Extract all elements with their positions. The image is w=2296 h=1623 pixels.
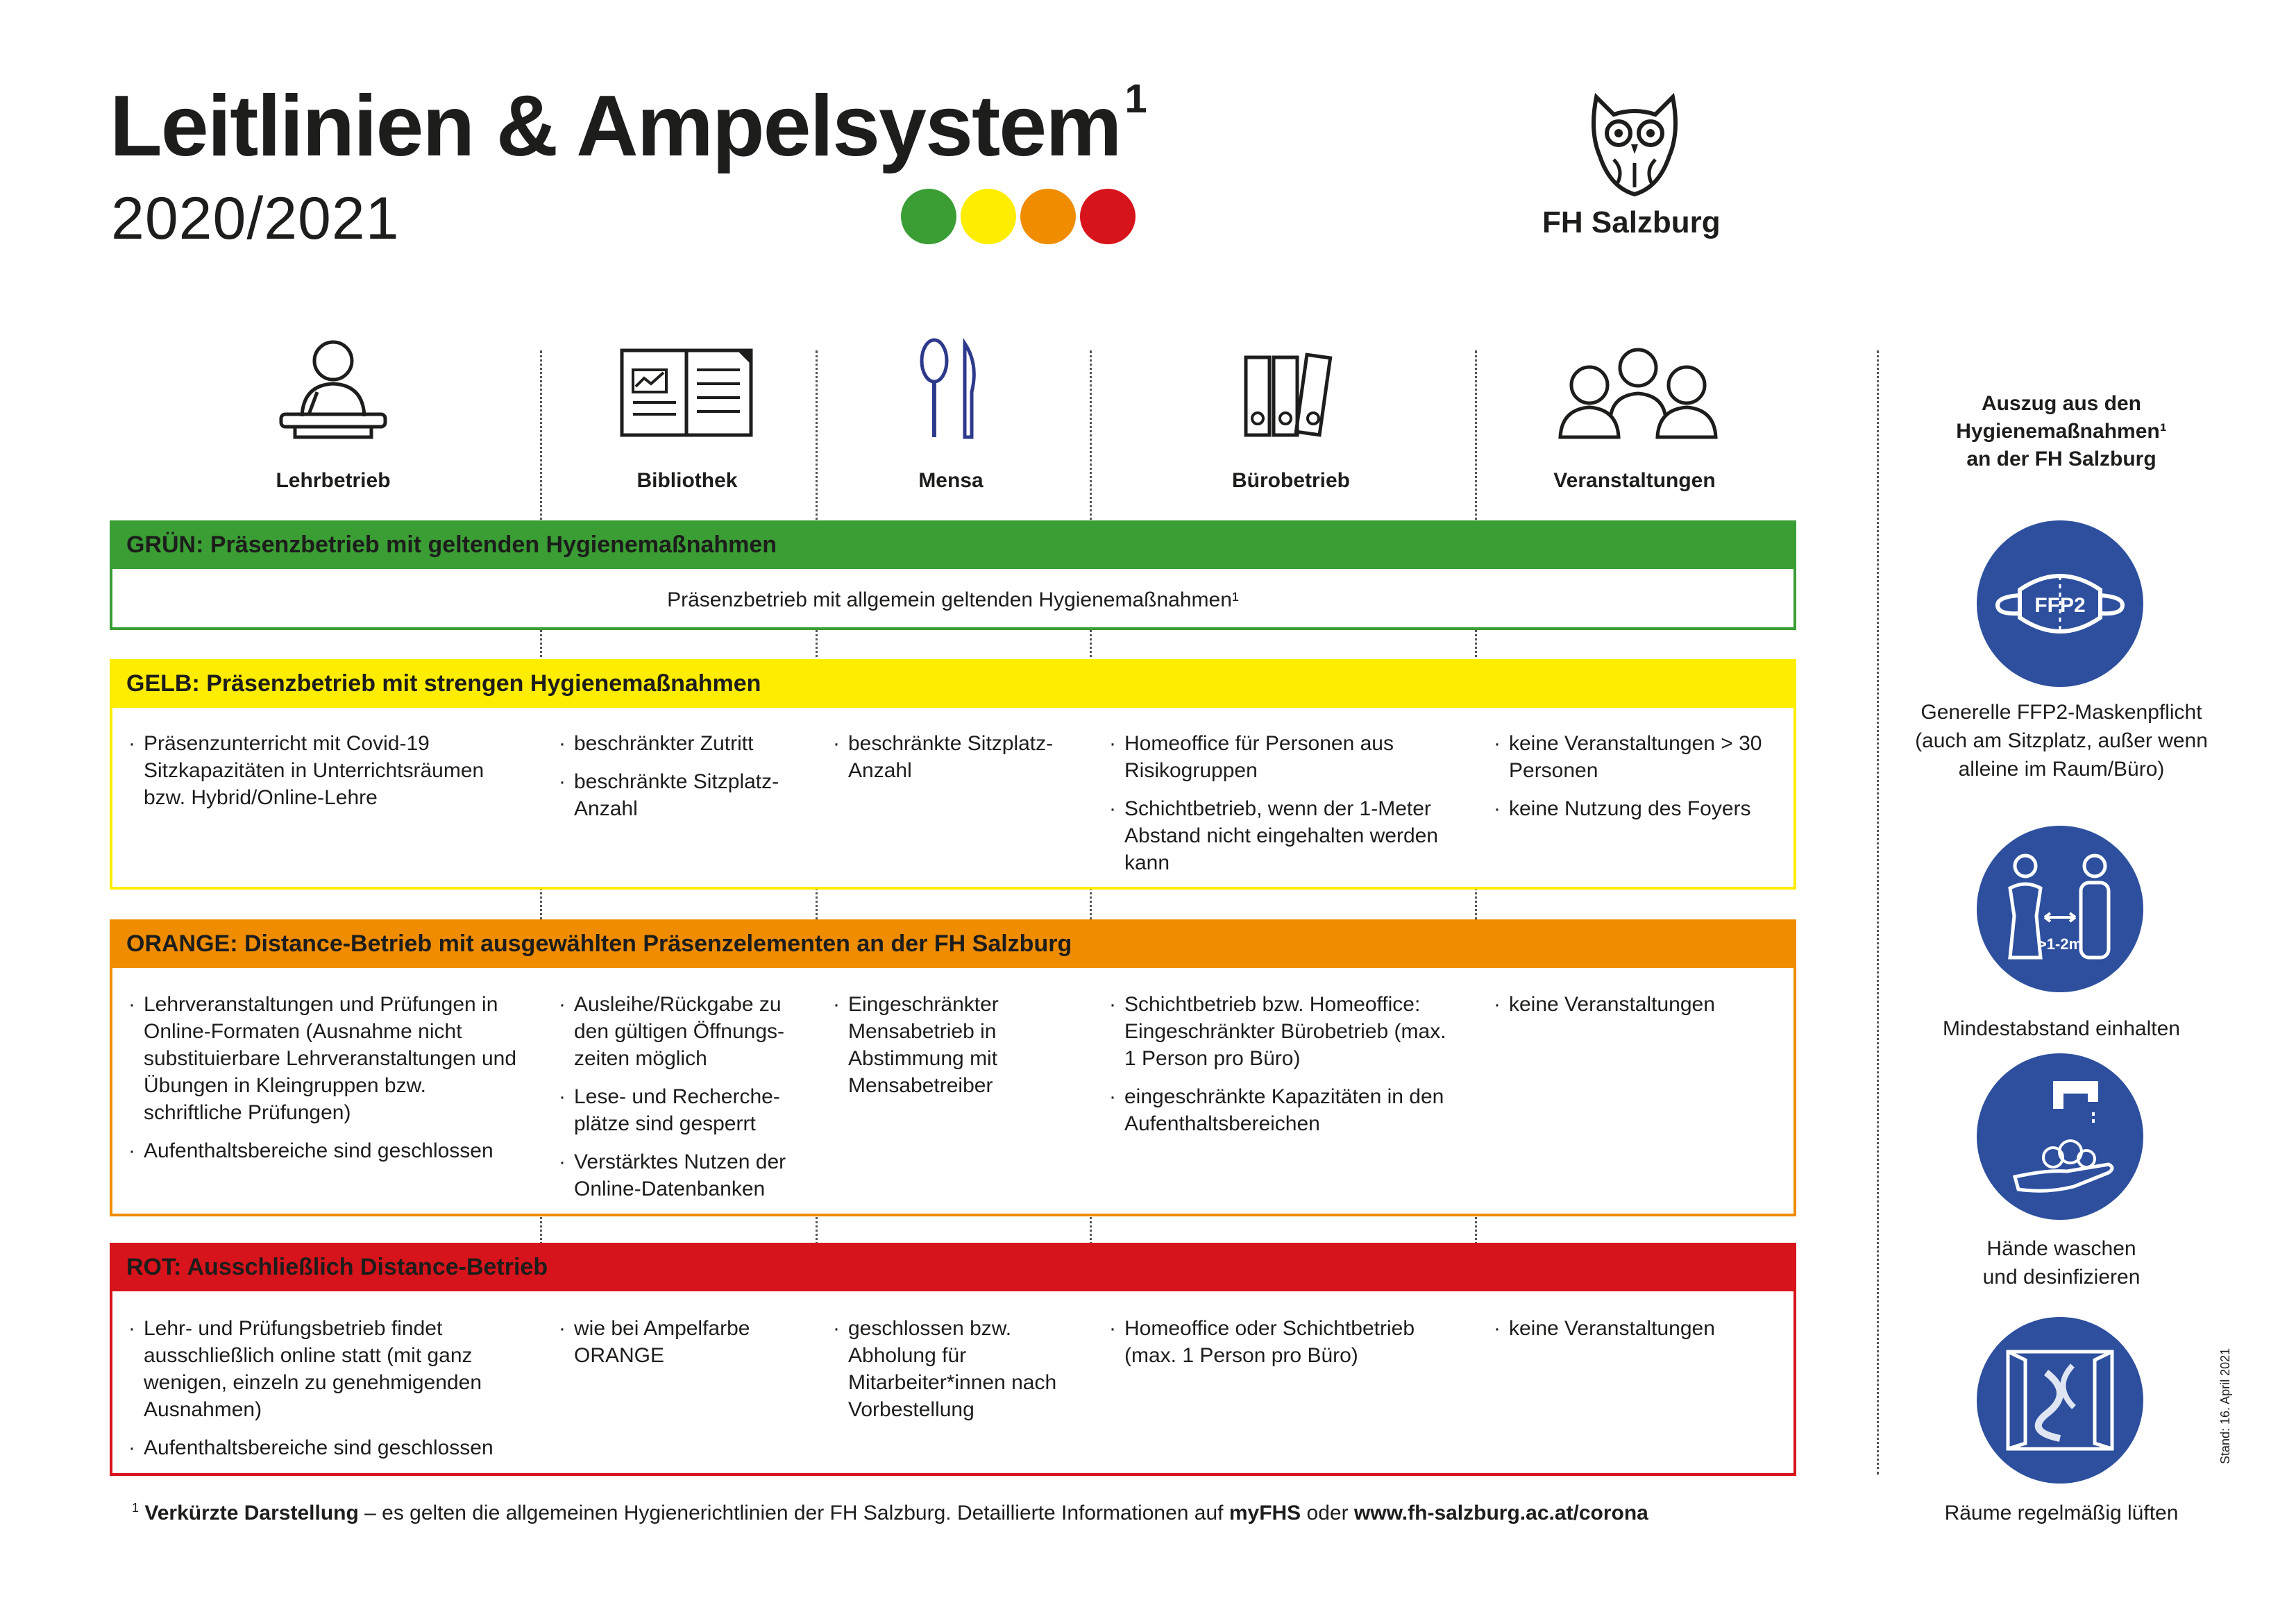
red-dot xyxy=(1080,189,1136,244)
list-item: keine Veranstaltungen > 30 Personen xyxy=(1494,730,1785,784)
ffp2-mask-icon: FFP2 xyxy=(1977,520,2143,687)
footnote: 1 Verkürzte Darstellung – es gelten die … xyxy=(132,1501,1648,1524)
list-item: keine Veranstaltungen xyxy=(1494,1315,1785,1342)
orange-dot xyxy=(1020,189,1076,244)
list-item: Schichtbetrieb, wenn der 1-Meter Abstand… xyxy=(1109,795,1460,876)
red-cell-mensa: geschlossen bzw. Abholung für Mitarbeite… xyxy=(833,1315,1076,1434)
column-header-bibliothek: Bibliothek xyxy=(636,469,738,492)
level-red-bar: ROT: Ausschließlich Distance-Betrieb xyxy=(110,1243,1796,1291)
owl-logo-icon xyxy=(1592,92,1678,197)
level-orange-bar: ORANGE: Distance-Betrieb mit ausgewählte… xyxy=(110,919,1796,968)
list-item: Homeoffice für Personen aus Risikogruppe… xyxy=(1109,730,1460,784)
level-green-bar: GRÜN: Präsenzbetrieb mit geltenden Hygie… xyxy=(110,520,1796,569)
column-header-veranstaltungen: Veranstaltungen xyxy=(1553,469,1716,492)
orange-cell-buerobetrieb: Schichtbetrieb bzw. Homeoffice: Eingesch… xyxy=(1109,991,1460,1148)
yellow-cell-bibliothek: beschränkter Zutritt beschränkte Sitzpla… xyxy=(559,730,802,833)
green-dot xyxy=(901,189,956,244)
list-item: geschlossen bzw. Abholung für Mitarbeite… xyxy=(833,1315,1076,1423)
list-item: Lehrveranstaltungen und Prüfungen in Onl… xyxy=(128,991,527,1126)
list-item: beschränkte Sitzplatz-Anzahl xyxy=(559,768,802,822)
orange-cell-veranstaltungen: keine Veranstaltungen xyxy=(1494,991,1785,1029)
column-divider xyxy=(1475,350,1477,1475)
red-cell-lehrbetrieb: Lehr- und Prüfungsbetrieb findet ausschl… xyxy=(128,1315,524,1472)
list-item: Verstärktes Nutzen der Online-Datenbanke… xyxy=(559,1148,802,1203)
hand-wash-icon xyxy=(1977,1053,2143,1220)
svg-text:FFP2: FFP2 xyxy=(2034,594,2085,617)
yellow-dot xyxy=(961,189,1016,244)
red-cell-veranstaltungen: keine Veranstaltungen xyxy=(1494,1315,1785,1353)
sidebar-label-distance: Mindestabstand einhalten xyxy=(1943,1017,2180,1040)
svg-text:>1-2m: >1-2m xyxy=(2038,935,2082,953)
lecturer-icon xyxy=(279,340,387,439)
yellow-cell-lehrbetrieb: Präsenzunterricht mit Covid-19 Sitzkapaz… xyxy=(128,730,524,822)
list-item: beschränkte Sitzplatz-Anzahl xyxy=(833,730,1069,784)
orange-cell-mensa: Eingeschränkter Mensabetrieb in Abstimmu… xyxy=(833,991,1062,1110)
year-subtitle: 2020/2021 xyxy=(111,185,400,252)
yellow-cell-mensa: beschränkte Sitzplatz-Anzahl xyxy=(833,730,1069,795)
list-item: Aufenthaltsbereiche sind geschlossen xyxy=(128,1434,524,1461)
list-item: Ausleihe/Rückgabe zu den gültigen Öffnun… xyxy=(559,991,802,1072)
sidebar-divider xyxy=(1877,350,1879,1475)
column-divider xyxy=(1090,350,1092,1475)
sidebar-label-ventilation: Räume regelmäßig lüften xyxy=(1944,1502,2179,1524)
yellow-cell-veranstaltungen: keine Veranstaltungen > 30 Personen kein… xyxy=(1494,730,1785,833)
list-item: Schichtbetrieb bzw. Homeoffice: Eingesch… xyxy=(1109,991,1460,1072)
column-divider xyxy=(816,350,818,1475)
column-header-buerobetrieb: Bürobetrieb xyxy=(1231,469,1350,492)
red-cell-buerobetrieb: Homeoffice oder Schichtbetrieb (max. 1 P… xyxy=(1109,1315,1460,1380)
stand-date: Stand: 16. April 2021 xyxy=(2218,1348,2232,1464)
level-green-text: Präsenzbetrieb mit allgemein geltenden H… xyxy=(667,588,1239,611)
window-ventilation-icon xyxy=(1977,1317,2143,1484)
sidebar-label-mask: Generelle FFP2-Maskenpflicht (auch am Si… xyxy=(1915,701,2208,781)
list-item: Präsenzunterricht mit Covid-19 Sitzkapaz… xyxy=(128,730,524,811)
column-header-lehrbetrieb: Lehrbetrieb xyxy=(276,469,391,492)
list-item: Homeoffice oder Schichtbetrieb (max. 1 P… xyxy=(1109,1315,1460,1369)
red-cell-bibliothek: wie bei Ampelfarbe ORANGE xyxy=(559,1315,795,1380)
orange-cell-lehrbetrieb: Lehrveranstaltungen und Prüfungen in Onl… xyxy=(128,991,527,1175)
list-item: keine Veranstaltungen xyxy=(1494,991,1785,1018)
list-item: Aufenthaltsbereiche sind geschlossen xyxy=(128,1137,527,1164)
cutlery-icon xyxy=(920,337,976,439)
sidebar-title: Auszug aus den Hygienemaßnahmen¹ an der … xyxy=(1956,392,2167,470)
list-item: keine Nutzung des Foyers xyxy=(1494,795,1785,822)
book-icon xyxy=(620,348,753,437)
column-header-mensa: Mensa xyxy=(918,469,984,492)
list-item: Eingeschränkter Mensabetrieb in Abstimmu… xyxy=(833,991,1062,1099)
group-icon xyxy=(1558,348,1718,439)
list-item: eingeschränkte Kapazitäten in den Aufent… xyxy=(1109,1083,1460,1137)
list-item: beschränkter Zutritt xyxy=(559,730,802,757)
folders-icon xyxy=(1244,352,1333,437)
yellow-cell-buerobetrieb: Homeoffice für Personen aus Risikogruppe… xyxy=(1109,730,1460,887)
list-item: wie bei Ampelfarbe ORANGE xyxy=(559,1315,795,1369)
level-green-panel xyxy=(110,569,1796,630)
distance-icon: >1-2m xyxy=(1977,826,2143,992)
list-item: Lehr- und Prüfungsbetrieb findet ausschl… xyxy=(128,1315,524,1423)
column-divider xyxy=(540,350,542,1475)
orange-cell-bibliothek: Ausleihe/Rückgabe zu den gültigen Öffnun… xyxy=(559,991,802,1214)
sidebar-label-handwash: Hände waschen und desinfizieren xyxy=(1982,1237,2141,1289)
list-item: Lese- und Recherche-plätze sind gesperrt xyxy=(559,1083,802,1137)
level-yellow-bar: GELB: Präsenzbetrieb mit strengen Hygien… xyxy=(110,659,1796,708)
brand-name: FH Salzburg xyxy=(1542,205,1721,239)
